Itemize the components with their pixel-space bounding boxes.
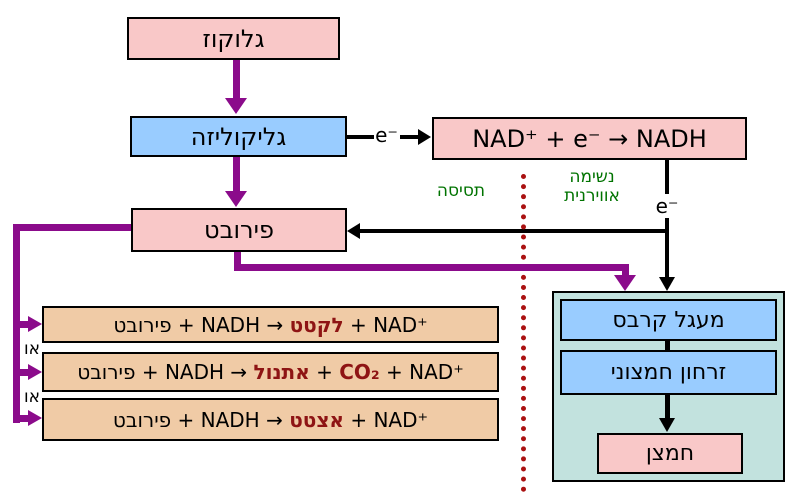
- arrow-glycolysis-to-pyruvate-head-icon: [225, 191, 247, 207]
- eq1-prefix: פירובט + NADH →: [113, 312, 290, 337]
- nadh-electron-vline: [665, 160, 669, 277]
- krebs-cycle-box: מעגל קרבס: [560, 299, 777, 341]
- divider-dotted-line: [521, 174, 526, 492]
- krebs-cycle-label: מעגל קרבס: [612, 307, 725, 333]
- equation-box-lactate: פירובט + NADH → לקטט + NAD⁺: [42, 306, 499, 343]
- eq2-plus: +: [309, 360, 340, 384]
- oxidative-phosphorylation-box: זרחון חמצוני: [560, 350, 777, 395]
- pyruvate-left-elbow-horizontal: [13, 224, 131, 231]
- glucose-label: גלוקוז: [202, 24, 265, 53]
- arrow-glucose-to-glycolysis-head-icon: [225, 98, 247, 114]
- equation-lactate: פירובט + NADH → לקטט + NAD⁺: [113, 313, 427, 337]
- oxphos-to-oxygen-shaft: [665, 395, 670, 418]
- pyruvate-box: פירובט: [131, 208, 347, 252]
- glucose-box: גלוקוז: [127, 17, 340, 60]
- nad-equation-box: NAD⁺ + e⁻ → NADH: [432, 117, 747, 160]
- glycolysis-label: גליקוליזה: [190, 122, 287, 151]
- aerobic-respiration-label: נשימה אווירנית: [548, 168, 636, 206]
- nadh-to-pyruvate-arrow-head-icon: [347, 223, 360, 239]
- electron-label-2: e⁻: [654, 194, 680, 218]
- electron-line-right: [400, 135, 418, 139]
- equation-acetate: פירובט + NADH → אצטט + NAD⁺: [113, 408, 428, 432]
- oxygen-box: חמצן: [597, 433, 743, 474]
- aerobic-label-line1: נשימה: [569, 167, 615, 187]
- pyruvate-right-elbow-drop: [234, 252, 241, 271]
- pyruvate-right-elbow-horizontal: [234, 264, 629, 271]
- branch1-shaft: [17, 321, 28, 328]
- electron-line-left: [347, 135, 374, 139]
- eq3-prefix: פירובט + NADH →: [112, 407, 290, 432]
- glycolysis-box: גליקוליזה: [130, 116, 347, 157]
- eq3-product-acetate: אצטט: [289, 407, 344, 432]
- electron-label-1: e⁻: [375, 123, 398, 147]
- arrow-glycolysis-to-pyruvate-shaft: [233, 157, 240, 191]
- eq2-product-ethanol: אתנול: [253, 360, 310, 384]
- equation-box-acetate: פירובט + NADH → אצטט + NAD⁺: [42, 398, 499, 441]
- fermentation-label: תסיסה: [436, 181, 486, 201]
- branch2-shaft: [17, 369, 28, 376]
- eq2-suffix: + NAD⁺: [379, 360, 464, 384]
- eq2-product-co2: CO₂: [339, 360, 380, 384]
- pyruvate-label: פירובט: [204, 216, 274, 244]
- branch2-arrow-head-icon: [28, 364, 42, 380]
- nadh-to-pyruvate-arrow-shaft: [360, 229, 667, 233]
- eq3-suffix: + NAD⁺: [343, 407, 429, 432]
- eq2-prefix: פירובט + NADH →: [77, 360, 254, 384]
- aerobic-label-line2: אווירנית: [564, 186, 620, 206]
- oxphos-to-oxygen-head-icon: [659, 418, 675, 432]
- nad-equation-label: NAD⁺ + e⁻ → NADH: [472, 124, 707, 153]
- equation-box-ethanol: פירובט + NADH → אתנול + CO₂ + NAD⁺: [42, 352, 499, 392]
- nadh-electron-arrow-head-icon: [659, 277, 675, 291]
- or-label-1: או: [24, 339, 40, 359]
- branch3-arrow-head-icon: [28, 410, 42, 426]
- eq1-product-lactate: לקטט: [289, 312, 344, 337]
- oxidative-phosphorylation-label: זרחון חמצוני: [610, 360, 727, 385]
- eq1-suffix: + NAD⁺: [343, 312, 428, 337]
- equation-ethanol: פירובט + NADH → אתנול + CO₂ + NAD⁺: [77, 360, 464, 384]
- krebs-to-oxphos-connector: [665, 341, 670, 350]
- branch3-shaft: [17, 415, 28, 422]
- pyruvate-right-elbow-vertical: [622, 264, 629, 277]
- pyruvate-left-elbow-vertical: [13, 224, 20, 423]
- arrow-glucose-to-glycolysis-shaft: [233, 60, 240, 98]
- pyruvate-to-respiration-head-icon: [614, 275, 636, 291]
- oxygen-label: חמצן: [645, 441, 695, 466]
- or-label-2: או: [24, 387, 40, 407]
- electron-arrow-head-icon: [418, 129, 431, 145]
- branch1-arrow-head-icon: [28, 316, 42, 332]
